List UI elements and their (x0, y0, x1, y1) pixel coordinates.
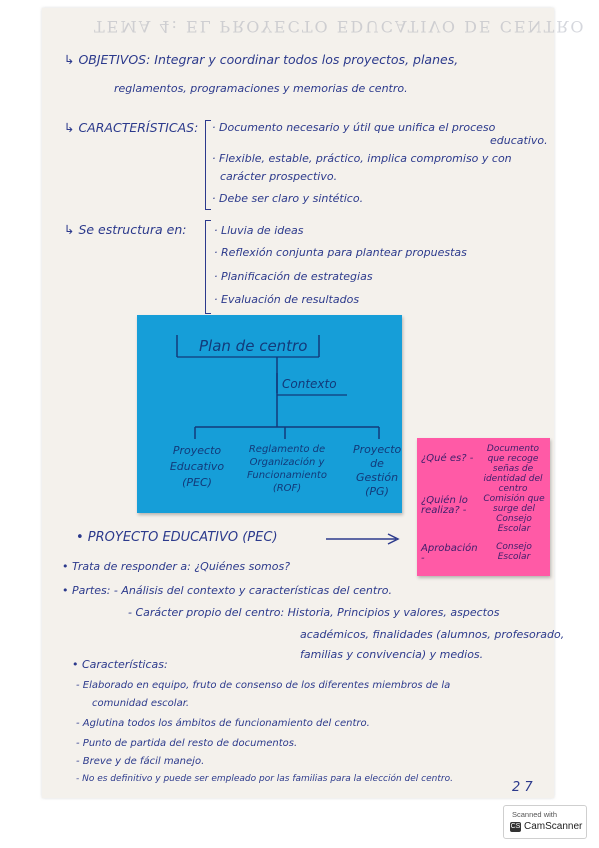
pink-q3: Aprobación - (421, 543, 478, 564)
pec-line: • Partes: - Análisis del contexto y cara… (62, 584, 392, 597)
estructura-item: · Lluvia de ideas (214, 224, 304, 237)
pink-a3: Consejo Escolar (496, 542, 532, 562)
caract-item: - Punto de partida del resto de document… (76, 738, 298, 749)
caract-item: comunidad escolar. (92, 698, 190, 709)
caract-item: - Elaborado en equipo, fruto de consenso… (76, 680, 451, 691)
estructura-item: · Evaluación de resultados (214, 293, 360, 306)
pec-line: - Carácter propio del centro: Historia, … (128, 606, 500, 619)
caract-item: - No es definitivo y puede ser empleado … (76, 774, 453, 784)
pec-heading: • PROYECTO EDUCATIVO (PEC) (76, 530, 278, 545)
contexto-label: Contexto (282, 377, 337, 391)
caracteristicas-item: educativo. (490, 134, 548, 147)
camscanner-logo-icon: CS (510, 822, 521, 832)
pg-branch: Proyecto de Gestión (PG) (353, 443, 402, 498)
caract-heading: • Características: (72, 658, 168, 671)
caracteristicas-label: ↳ CARACTERÍSTICAS: (64, 120, 199, 135)
camscanner-badge: Scanned with CS CamScanner (503, 805, 587, 839)
plan-title: Plan de centro (199, 337, 308, 355)
estructura-item: · Reflexión conjunta para plantear propu… (214, 246, 467, 259)
pec-line: • Trata de responder a: ¿Quiénes somos? (62, 560, 291, 573)
pec-summary-sticky-note: ¿Qué es? - Documento que recoge señas de… (417, 438, 550, 576)
bleed-through-text: TEMA 4: EL PROYECTO EDUCATIVO DE CENTRO (94, 17, 586, 36)
caracteristicas-item: · Documento necesario y útil que unifica… (212, 121, 496, 134)
pec-branch: Proyecto Educativo (PEC) (169, 444, 225, 489)
estructura-item: · Planificación de estrategias (214, 270, 373, 283)
objetivos-cont-line: reglamentos, programaciones y memorias d… (114, 82, 408, 95)
rof-branch: Reglamento de Organización y Funcionamie… (247, 444, 327, 494)
pec-line: académicos, finalidades (alumnos, profes… (300, 628, 565, 641)
objetivos-line: ↳ OBJETIVOS: Integrar y coordinar todos … (64, 52, 459, 67)
plan-de-centro-sticky-note: Plan de centro Contexto Proyecto Educati… (137, 315, 402, 513)
pec-arrow-icon (326, 533, 400, 545)
pink-a1: Documento que recoge señas de identidad … (483, 444, 543, 494)
caracteristicas-item: carácter prospectivo. (220, 170, 338, 183)
scanned-with-label: Scanned with (512, 810, 558, 819)
estructura-label: ↳ Se estructura en: (64, 222, 187, 237)
caract-item: - Breve y de fácil manejo. (76, 756, 205, 767)
caract-item: - Aglutina todos los ámbitos de funciona… (76, 718, 370, 729)
pink-a2: Comisión que surge del Consejo Escolar (483, 494, 545, 534)
pec-line: familias y convivencia) y medios. (300, 648, 484, 661)
estructura-bracket (205, 220, 211, 314)
caracteristicas-item: · Debe ser claro y sintético. (212, 192, 364, 205)
caracteristicas-item: · Flexible, estable, práctico, implica c… (212, 152, 512, 165)
page-number: 2 7 (512, 780, 533, 795)
camscanner-label: CamScanner (524, 821, 583, 832)
pink-q2: ¿Quién lo realiza? - (421, 495, 468, 516)
notebook-page: TEMA 4: EL PROYECTO EDUCATIVO DE CENTRO … (42, 8, 586, 798)
plan-diagram-lines (176, 335, 380, 439)
caracteristicas-bracket (205, 120, 211, 210)
pink-q1: ¿Qué es? - (421, 453, 474, 464)
